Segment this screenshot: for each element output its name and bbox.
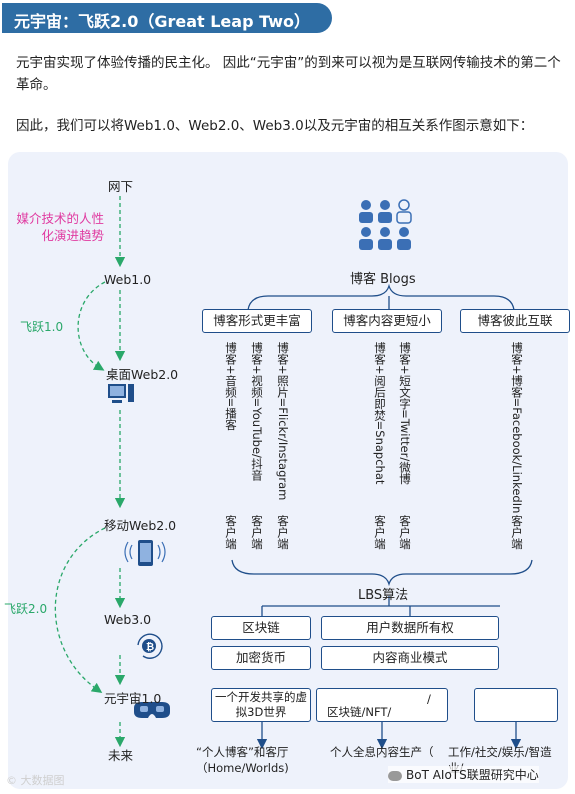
client-label: 客户端 <box>250 515 264 550</box>
column-snapchat: 博客+阅后即焚=Snapchat <box>373 342 387 485</box>
lbs-bracket <box>231 559 533 587</box>
leap1-curve <box>77 281 106 371</box>
wechat-icon <box>388 770 402 781</box>
leap2-label: 飞跃2.0 <box>4 602 48 616</box>
web3-box-blockchain: 区块链 <box>211 616 311 640</box>
client-label: 客户端 <box>398 515 412 550</box>
meta-box-blockchain-nft: 区块链/NFT/ / <box>316 688 448 722</box>
client-label: 客户端 <box>276 515 290 550</box>
blogs-title: 博客 Blogs <box>350 272 416 287</box>
column-video: 博客+视频=YouTube/抖音 <box>250 342 264 481</box>
meta-box-blockchain-nft-text: 区块链/NFT/ <box>327 705 392 719</box>
column-facebook: 博客+博客=Facebook/LinkedIn <box>510 342 524 514</box>
vr-headset-icon <box>134 702 170 718</box>
diagram-intro-paragraph: 因此，我们可以将Web1.0、Web2.0、Web3.0以及元宇宙的相互关系作图… <box>16 118 534 134</box>
blogs-bracket <box>247 283 515 311</box>
desktop-computer-icon <box>108 384 134 403</box>
column-twitter: 博客+短文字=Twitter/微博 <box>398 342 412 485</box>
node-desktop-web2: 桌面Web2.0 <box>106 367 179 382</box>
meta-box-virtual-world: 一个开发共享的虚拟3D世界 <box>211 688 311 722</box>
meta-box-slash: / <box>427 692 431 706</box>
leap1-label: 飞跃1.0 <box>20 320 64 334</box>
client-label: 客户端 <box>510 515 524 550</box>
column-podcast: 博客+音频=播客 <box>224 342 238 431</box>
node-web1: Web1.0 <box>104 272 152 287</box>
title-bar: 元宇宙：飞跃2.0（Great Leap Two） <box>0 0 575 36</box>
web3-box-crypto: 加密货币 <box>211 646 311 670</box>
node-web3: Web3.0 <box>104 612 152 627</box>
lbs-connector <box>261 596 500 616</box>
trend-label-line2: 化演进趋势 <box>41 228 104 243</box>
trend-label-line1: 媒介技术的人性 <box>16 211 104 226</box>
trend-label: 媒介技术的人性 化演进趋势 <box>6 210 104 244</box>
client-label: 客户端 <box>373 515 387 550</box>
category-richer-form: 博客形式更丰富 <box>202 309 312 333</box>
node-metaverse1: 元宇宙1.0 <box>104 691 162 706</box>
lbs-label: LBS算法 <box>358 588 409 603</box>
category-interconnected: 博客彼此互联 <box>460 309 570 333</box>
leap2-curve <box>54 527 106 693</box>
mobile-phone-icon <box>124 540 166 566</box>
svg-text:₿: ₿ <box>146 641 154 653</box>
node-mobile-web2: 移动Web2.0 <box>104 518 177 533</box>
category-shorter-content: 博客内容更短小 <box>332 309 442 333</box>
watermark-right-text: BoT AIoTS联盟研究中心 <box>406 768 539 782</box>
title-pill <box>2 3 332 33</box>
client-label: 客户端 <box>224 515 238 550</box>
web3-box-content-model: 内容商业模式 <box>321 646 499 670</box>
meta-box-empty <box>474 688 558 722</box>
future-text-holo: 个人全息内容生产（ <box>330 745 434 759</box>
bitcoin-cycle-icon: ₿ <box>137 633 163 659</box>
web3-box-data-ownership: 用户数据所有权 <box>321 616 499 640</box>
future-text-home: “个人博客”和客厅（Home/Worlds) <box>196 745 289 775</box>
node-offline: 网下 <box>108 179 134 194</box>
node-future: 未来 <box>108 748 134 763</box>
people-group-icon <box>359 199 412 250</box>
column-photo: 博客+照片=Flickr/Instagram <box>276 342 290 501</box>
watermark-right: BoT AIoTS联盟研究中心 <box>388 766 539 783</box>
watermark-left: © 大数据图 <box>6 774 65 787</box>
page-title: 元宇宙：飞跃2.0（Great Leap Two） <box>14 12 311 31</box>
intro-paragraph: 元宇宙实现了体验传播的民主化。 因此“元宇宙”的到来可以视为是互联网传输技术的第… <box>16 55 561 93</box>
